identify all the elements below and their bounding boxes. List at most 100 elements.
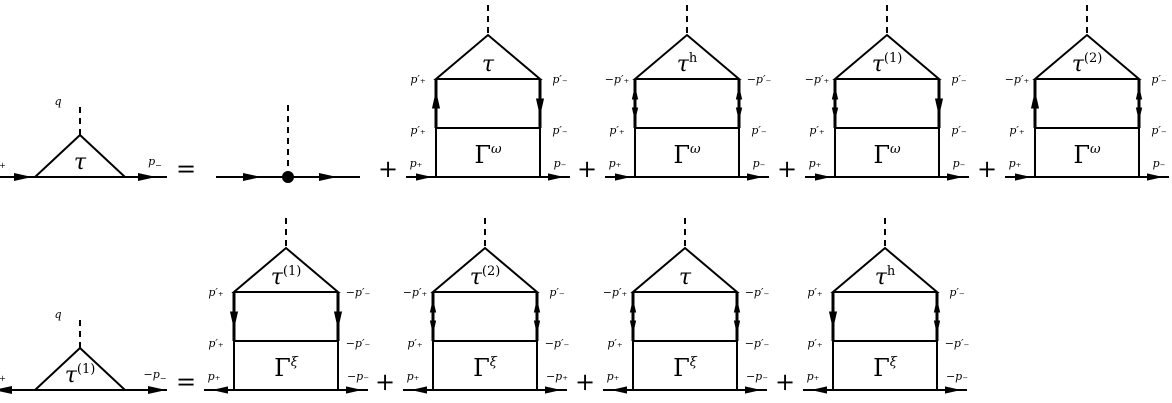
left-propagator-arrow xyxy=(1030,90,1040,109)
mid-left-momentum: p′₊ xyxy=(407,337,423,350)
top-right-momentum: p′₋ xyxy=(951,73,967,86)
plus-sign: + xyxy=(977,155,997,183)
right-momentum-label: −p− xyxy=(144,368,167,383)
mid-right-momentum: −p′₋ xyxy=(346,337,371,350)
vertex-triangle xyxy=(830,246,940,293)
left-propagator-arrow xyxy=(431,90,441,109)
vertex-label-symbol: τ xyxy=(679,265,692,290)
right-propagator-arrow-down xyxy=(735,107,743,122)
left-propagator-arrow xyxy=(229,311,239,330)
outgoing-arrow xyxy=(747,173,763,181)
kernel-label: Γξ xyxy=(274,354,299,382)
equals-sign: = xyxy=(176,368,196,396)
bottom-left-momentum: p₊ xyxy=(609,157,622,170)
vertex-label-symbol: τ xyxy=(470,265,483,290)
vertex-triangle xyxy=(832,33,942,80)
vertex-triangle xyxy=(32,133,128,178)
lhs-vertex-0: qτp+p− xyxy=(0,95,167,182)
kernel-box xyxy=(634,127,740,178)
vertex-label: τ(1) xyxy=(65,362,96,388)
kernel-symbol: Γ xyxy=(474,141,491,169)
kernel-superscript: ω xyxy=(491,142,502,157)
vertex-label-superscript: h xyxy=(689,51,698,66)
mid-right-momentum: p′₋ xyxy=(751,124,767,137)
right-propagator-arrow-up xyxy=(533,298,541,313)
mid-left-momentum: p′₊ xyxy=(1009,124,1025,137)
vertex-triangle xyxy=(231,246,341,293)
kernel-superscript: ω xyxy=(690,142,701,157)
vertex-label-superscript: (2) xyxy=(1084,51,1102,66)
vertex-label-symbol: τ xyxy=(677,52,690,77)
kernel-label: Γξ xyxy=(873,354,898,382)
vertex-triangle xyxy=(630,246,740,293)
bottom-right-momentum: −p₊ xyxy=(546,370,568,383)
top-left-momentum: p′₊ xyxy=(807,286,823,299)
kernel-term-2: τ(1)Γω−p′₊p′₋p′₊p′₋p₊p₋ xyxy=(805,5,969,181)
plus-sign: + xyxy=(777,155,797,183)
incoming-arrow xyxy=(416,173,432,181)
lhs-vertex-1: qτ(1)p+−p− xyxy=(0,308,167,395)
outgoing-arrow xyxy=(148,385,166,395)
top-left-momentum: p′₊ xyxy=(208,286,224,299)
right-propagator-arrow xyxy=(535,98,545,117)
kernel-superscript: ξ xyxy=(690,355,698,370)
outgoing-arrow xyxy=(945,386,961,394)
right-momentum-label: p− xyxy=(148,155,162,170)
vertex-label: τh xyxy=(677,51,698,77)
kernel-label: Γω xyxy=(474,141,502,169)
kernel-box xyxy=(832,340,938,391)
kernel-term-6: τΓξ−p′₊−p′₋p′₊−p′₋p₊−p₋ xyxy=(603,218,770,394)
vertex-label-symbol: τ xyxy=(74,150,87,175)
plus-sign: + xyxy=(775,368,795,396)
vertex-label-symbol: τ xyxy=(271,265,284,290)
right-propagator-arrow-down xyxy=(733,320,741,335)
kernel-superscript: ξ xyxy=(890,355,898,370)
vertex-label-symbol: τ xyxy=(482,52,495,77)
vertex-label: τ(2) xyxy=(1072,51,1103,77)
kernel-box xyxy=(834,127,940,178)
left-propagator-arrow-down xyxy=(629,320,637,335)
outgoing-arrow xyxy=(346,386,362,394)
mid-right-momentum: −p′₋ xyxy=(745,337,770,350)
kernel-box xyxy=(432,340,538,391)
equals-sign: = xyxy=(176,155,196,183)
kernel-superscript: ξ xyxy=(291,355,299,370)
vertex-label: τ(1) xyxy=(872,51,903,77)
bottom-left-momentum: p₊ xyxy=(407,370,420,383)
left-propagator-arrow-down xyxy=(831,107,839,122)
mid-right-momentum: −p′₋ xyxy=(545,337,570,350)
right-propagator-arrow-down xyxy=(533,320,541,335)
kernel-symbol: Γ xyxy=(873,354,890,382)
plus-sign: + xyxy=(575,368,595,396)
vertex-triangle xyxy=(632,33,742,80)
kernel-label: Γω xyxy=(1073,141,1101,169)
mid-right-momentum: p′₋ xyxy=(1151,124,1167,137)
kernel-symbol: Γ xyxy=(873,141,890,169)
top-right-momentum: p′₋ xyxy=(949,286,965,299)
left-propagator-arrow-down xyxy=(631,107,639,122)
plus-sign: + xyxy=(375,368,395,396)
top-right-momentum: −p′₋ xyxy=(745,286,770,299)
vertex-triangle xyxy=(32,346,128,391)
top-left-momentum: −p′₊ xyxy=(403,286,428,299)
kernel-symbol: Γ xyxy=(673,141,690,169)
right-propagator-arrow-down xyxy=(933,320,941,335)
outgoing-arrow xyxy=(745,386,761,394)
right-propagator-arrow-down xyxy=(1135,107,1143,122)
top-right-momentum: p′₋ xyxy=(1151,73,1167,86)
kernel-label: Γω xyxy=(873,141,901,169)
top-left-momentum: −p′₊ xyxy=(805,73,830,86)
kernel-superscript: ξ xyxy=(490,355,498,370)
plus-sign: + xyxy=(378,155,398,183)
left-propagator-arrow-up xyxy=(831,85,839,100)
plus-sign: + xyxy=(577,155,597,183)
vertex-label-symbol: τ xyxy=(65,363,78,388)
vertex-dot xyxy=(282,171,294,183)
outgoing-arrow xyxy=(138,172,156,182)
kernel-superscript: ω xyxy=(890,142,901,157)
incoming-arrow xyxy=(1015,173,1031,181)
vertex-label-superscript: (1) xyxy=(884,51,902,66)
q-label: q xyxy=(54,95,61,108)
